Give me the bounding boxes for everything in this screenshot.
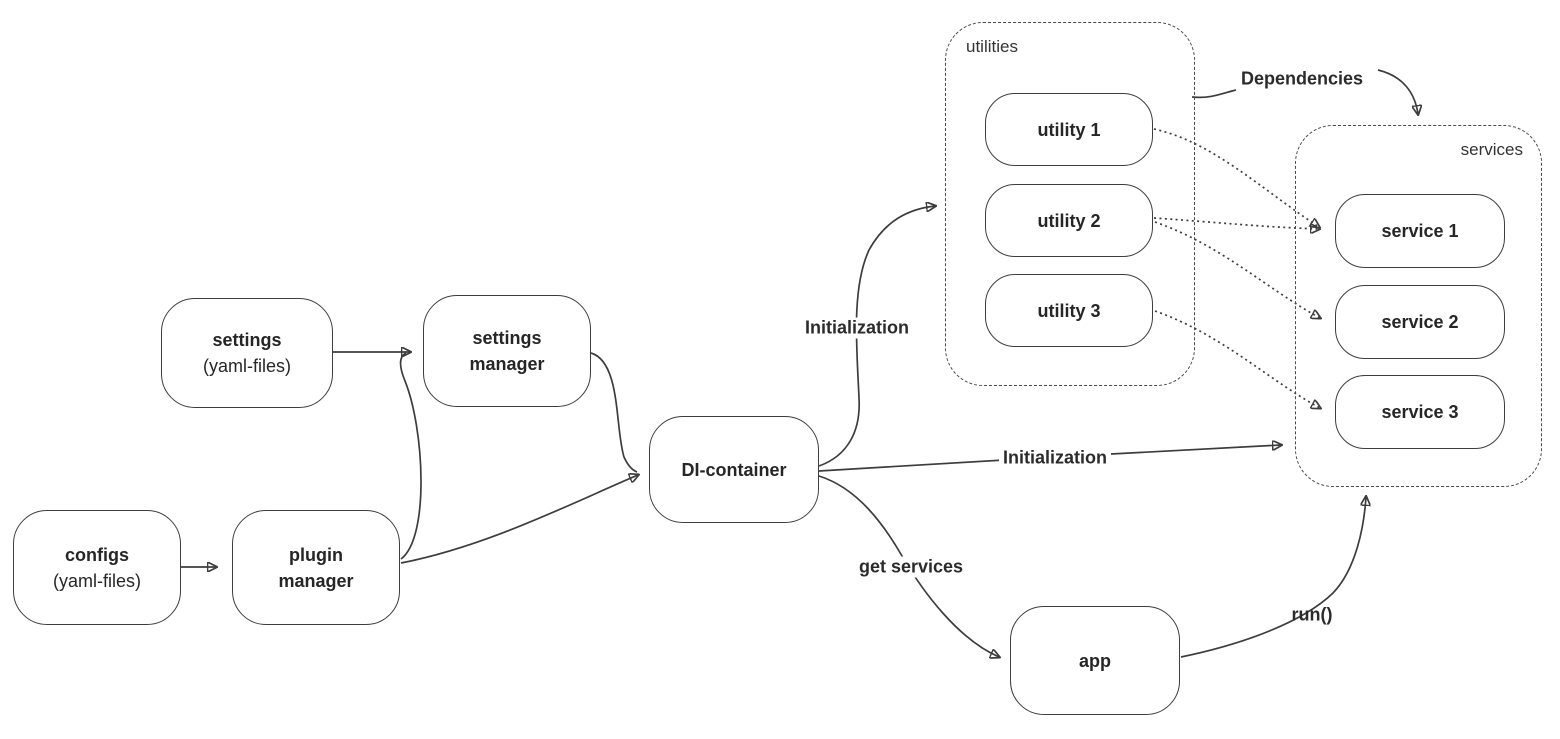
node-service-3-label: service 3 [1381, 402, 1459, 422]
edge-label-get-services: get services [854, 556, 968, 578]
group-services: services [1295, 125, 1542, 487]
node-plugin-manager: plugin manager [232, 510, 400, 625]
node-service-2-label: service 2 [1381, 312, 1459, 332]
node-settings-manager: settings manager [423, 295, 591, 407]
edge-utility3-to-service3 [1154, 310, 1320, 408]
node-configs-label: configs [64, 544, 129, 565]
node-di-container: DI-container [649, 416, 819, 523]
edge-utility2-to-service1 [1153, 217, 1319, 229]
group-services-label: services [1460, 140, 1523, 159]
edge-label-run: run() [1291, 604, 1333, 625]
node-settings-manager-label: settings manager [469, 328, 545, 374]
edge-app-to-services [1180, 497, 1366, 658]
node-settings: settings (yaml-files) [161, 298, 333, 408]
node-plugin-manager-label: plugin manager [278, 544, 354, 591]
node-service-2: service 2 [1335, 285, 1505, 359]
node-service-1: service 1 [1335, 194, 1505, 268]
edge-di-container-to-app [818, 475, 999, 657]
node-app: app [1010, 606, 1180, 715]
edge-settings-manager-to-di-container [590, 352, 638, 473]
node-utility-2-label: utility 2 [1037, 210, 1101, 231]
node-utility-2: utility 2 [985, 184, 1153, 257]
node-utility-3-label: utility 3 [1037, 300, 1101, 321]
node-configs: configs (yaml-files) [13, 510, 181, 625]
edge-label-initialization-services: Initialization [998, 447, 1112, 469]
edge-plugin-manager-to-settings-manager [399, 352, 422, 560]
node-app-label: app [1078, 650, 1111, 671]
group-utilities: utilities [945, 22, 1195, 386]
node-settings-sublabel: (yaml-files) [203, 356, 291, 376]
edge-label-initialization-utilities: Initialization [800, 317, 914, 339]
node-utility-3: utility 3 [985, 274, 1153, 347]
edge-dependencies-to-services [1377, 69, 1418, 114]
node-service-1-label: service 1 [1381, 221, 1459, 241]
node-settings-label: settings [212, 330, 282, 350]
node-utility-1: utility 1 [985, 93, 1153, 166]
node-service-3: service 3 [1335, 375, 1505, 449]
node-configs-sublabel: (yaml-files) [53, 570, 141, 591]
edge-utility1-to-service1 [1153, 128, 1319, 227]
edge-utilities-to-dependencies-callout [1191, 89, 1237, 99]
node-utility-1-label: utility 1 [1037, 119, 1101, 140]
edge-label-dependencies: Dependencies [1236, 68, 1368, 90]
edge-plugin-manager-to-di-container [400, 475, 638, 564]
edge-utility2-to-service2 [1154, 221, 1320, 318]
node-di-container-label: DI-container [681, 459, 787, 480]
group-utilities-label: utilities [966, 37, 1018, 56]
